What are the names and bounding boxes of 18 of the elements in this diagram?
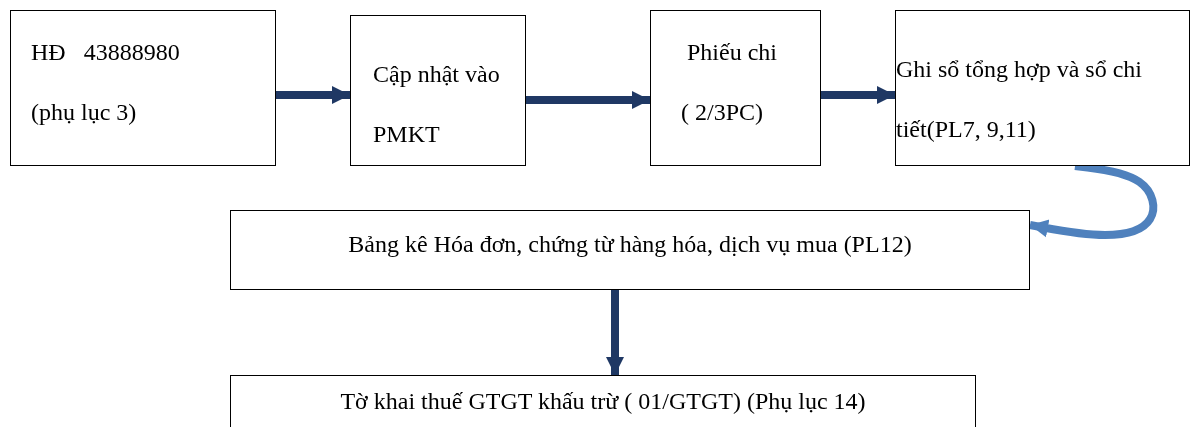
process-box bbox=[650, 10, 821, 166]
arrow bbox=[606, 290, 624, 375]
arrow bbox=[526, 91, 650, 109]
box-text: Tờ khai thuế GTGT khấu trừ ( 01/GTGT) (Phụ lục 14) bbox=[339, 388, 867, 415]
process-box bbox=[895, 10, 1190, 166]
box-text: ( 2/3PC) bbox=[681, 99, 763, 126]
box-text: Ghi sổ tổng hợp và sổ chi tiết(PL7, 9,11) bbox=[896, 55, 1143, 144]
box-text: Phiếu chi bbox=[687, 39, 777, 66]
arrow bbox=[276, 86, 350, 104]
process-box bbox=[350, 15, 526, 166]
process-box bbox=[230, 210, 1030, 290]
arrow bbox=[821, 86, 895, 104]
process-box bbox=[230, 375, 976, 427]
box-text: (phụ lục 3) bbox=[31, 99, 137, 126]
box-text: Cập nhật vào PMKT bbox=[373, 60, 501, 149]
process-box bbox=[10, 10, 276, 166]
box-text: Bảng kê Hóa đơn, chứng từ hàng hóa, dịch vụ mua (PL12) bbox=[347, 231, 913, 258]
box-text: HĐ 43888980 bbox=[31, 39, 180, 66]
